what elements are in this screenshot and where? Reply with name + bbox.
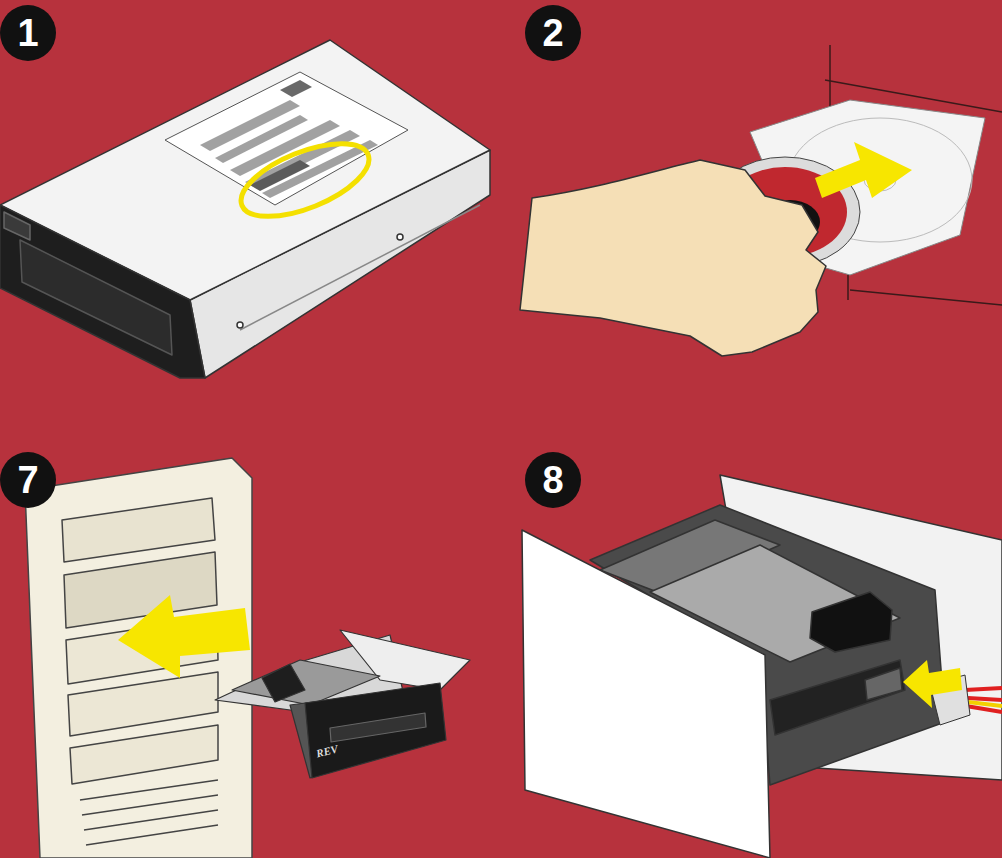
- circle-fill: [0, 452, 56, 508]
- callout-circle: 7: [0, 452, 56, 508]
- callout-number: 7: [0, 452, 56, 508]
- drive-bay: [522, 475, 1002, 858]
- tower-case: [25, 458, 252, 858]
- drive-unit: [0, 40, 490, 378]
- callout-number: 8: [525, 452, 581, 508]
- storage-drive: [215, 630, 470, 778]
- brand-logo: REV: [315, 743, 339, 760]
- callout-circle: 1: [0, 5, 56, 61]
- insert-arrow: [118, 595, 250, 678]
- circle-fill: [525, 452, 581, 508]
- callout-circle: 8: [525, 452, 581, 508]
- callout-number: 1: [0, 5, 56, 61]
- insert-arrow: [815, 142, 912, 198]
- hand: [520, 160, 826, 356]
- drive-label: [165, 72, 408, 231]
- circle-fill: [0, 5, 56, 61]
- callout-circle: 2: [525, 5, 581, 61]
- circle-fill: [525, 5, 581, 61]
- callout-number: 2: [525, 5, 581, 61]
- insert-arrow: [903, 660, 962, 708]
